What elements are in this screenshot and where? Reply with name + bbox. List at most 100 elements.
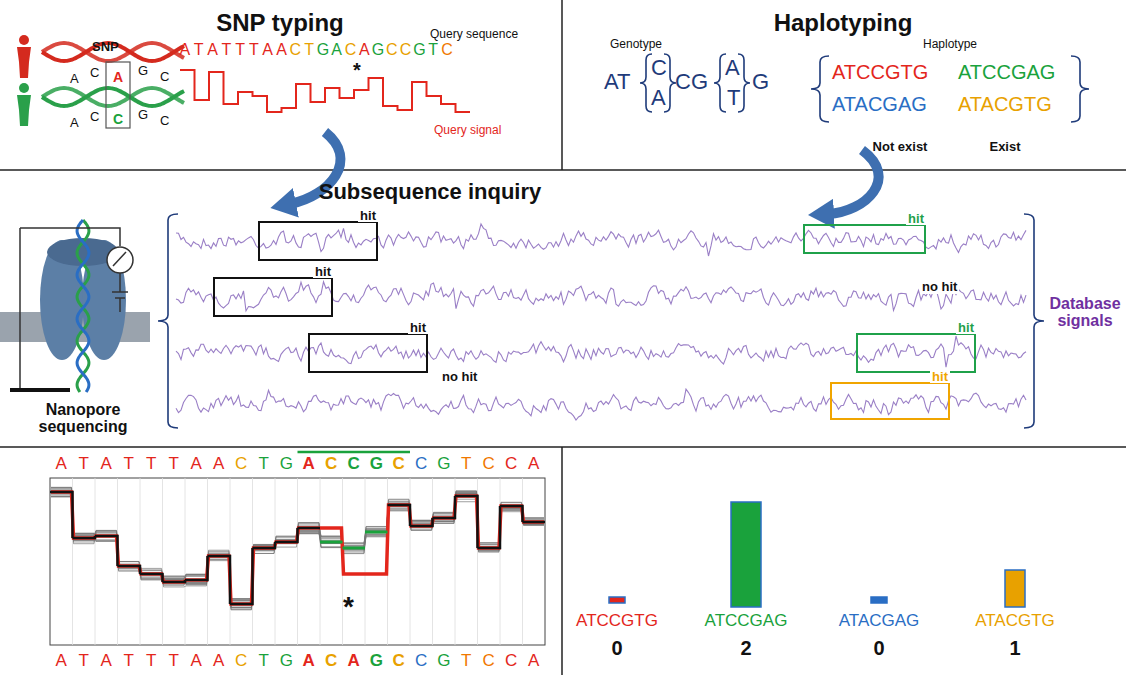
sequence-letter: A — [343, 652, 366, 670]
count-value: 0 — [611, 638, 622, 659]
sequence-letter: C — [388, 652, 411, 670]
snp-marker: * — [343, 592, 354, 621]
person-icon — [19, 83, 29, 93]
sample-trace — [51, 493, 544, 602]
genotype-base: A — [651, 86, 666, 109]
sequence-letter: C — [385, 42, 399, 59]
genotype-base: AT — [604, 70, 630, 93]
sample-trace — [51, 493, 544, 610]
hit-label: hit — [358, 209, 378, 222]
sequence-letter: T — [455, 455, 478, 473]
grid-line — [500, 478, 501, 645]
sequence-letter: C — [388, 455, 411, 473]
snp-marker: * — [353, 60, 361, 81]
sequence-letter: C — [288, 42, 302, 59]
base-letter: G — [138, 64, 148, 78]
battery-symbol — [112, 273, 128, 312]
sequence-letter: C — [500, 652, 523, 670]
sample-trace — [51, 488, 544, 607]
plot-frame — [50, 478, 545, 645]
hit-label: hit — [930, 370, 950, 383]
sequence-letter: A — [185, 455, 208, 473]
sequence-letter: A — [357, 42, 371, 59]
query-sequence: ATATTTAACTGACAGCCGTC — [178, 42, 454, 59]
sequence-letter: A — [50, 455, 73, 473]
sequence-letter: T — [118, 455, 141, 473]
sample-trace — [51, 491, 544, 608]
section-label: Genotype — [610, 38, 662, 51]
database-signal — [176, 282, 1026, 311]
sequence-letter: C — [440, 42, 454, 59]
sequence-axis: ATATTTAACTGACAGCCGTCCA — [50, 652, 545, 670]
panel-title: Subsequence inquiry — [319, 180, 542, 203]
sequence-letter: C — [230, 652, 253, 670]
sequence-letter: A — [95, 652, 118, 670]
sequence-letter: G — [371, 42, 385, 59]
variant-trace — [320, 532, 388, 548]
hit-label: hit — [956, 321, 976, 334]
grid-line — [185, 478, 186, 645]
sequence-letter: T — [233, 42, 247, 59]
count-value: 0 — [873, 638, 884, 659]
sample-trace — [51, 491, 544, 598]
haplotype: ATCCGTG — [832, 62, 928, 83]
sequence-letter: C — [230, 455, 253, 473]
count-bar — [871, 597, 887, 603]
sequence-letter: G — [413, 42, 427, 59]
sample-trace — [51, 488, 544, 606]
sequence-letter: T — [426, 42, 440, 59]
base-letter: C — [160, 114, 169, 128]
genotype-base: T — [727, 86, 740, 109]
count-value: 1 — [1009, 638, 1020, 659]
database-signal — [176, 336, 1026, 367]
query-signal — [180, 70, 470, 112]
sequence-letter: T — [140, 455, 163, 473]
panel-title: SNP typing — [216, 10, 344, 35]
sequence-letter: T — [163, 652, 186, 670]
genotype-base: C — [651, 56, 667, 79]
sequence-letter: A — [261, 42, 275, 59]
person-icon — [17, 95, 31, 126]
sequence-letter: G — [433, 455, 456, 473]
person-icon — [17, 47, 31, 78]
genotype-brace — [714, 54, 726, 112]
sequence-letter: G — [275, 455, 298, 473]
snp-label: SNP — [92, 40, 119, 54]
sequence-letter: A — [523, 652, 546, 670]
dna-strand — [77, 220, 89, 392]
electrode — [10, 388, 70, 392]
base-letter: A — [70, 116, 79, 130]
sequence-letter: T — [192, 42, 206, 59]
dna-strand — [42, 88, 184, 106]
axis-label: Query signal — [434, 124, 501, 137]
database-bracket — [158, 214, 178, 428]
genotype-base: G — [752, 70, 769, 93]
ammeter — [107, 247, 133, 273]
status-label: Not exist — [873, 140, 928, 154]
sequence-letter: T — [302, 42, 316, 59]
sequence-letter: G — [365, 455, 388, 473]
sequence-letter: A — [523, 455, 546, 473]
haplotype: ATACGAG — [839, 612, 920, 630]
sequence-letter: T — [253, 652, 276, 670]
haplotype: ATACGTG — [975, 612, 1055, 630]
hit-window: hit — [803, 224, 926, 254]
hit-label: hit — [906, 212, 926, 225]
hit-window: hit — [213, 277, 333, 317]
count-bar — [731, 502, 761, 607]
match-overline — [298, 451, 411, 454]
database-signal — [176, 224, 1026, 256]
sequence-letter: C — [320, 455, 343, 473]
haplotype: ATACGAG — [832, 94, 927, 115]
grid-line — [432, 478, 433, 645]
count-value: 2 — [740, 638, 751, 659]
sequence-letter: T — [247, 42, 261, 59]
haplotype: ATACGTG — [958, 94, 1052, 115]
sample-trace — [51, 491, 544, 599]
sequence-letter: T — [73, 455, 96, 473]
base-letter: G — [138, 108, 148, 122]
sequence-letter: A — [275, 42, 289, 59]
sample-trace — [51, 492, 544, 600]
